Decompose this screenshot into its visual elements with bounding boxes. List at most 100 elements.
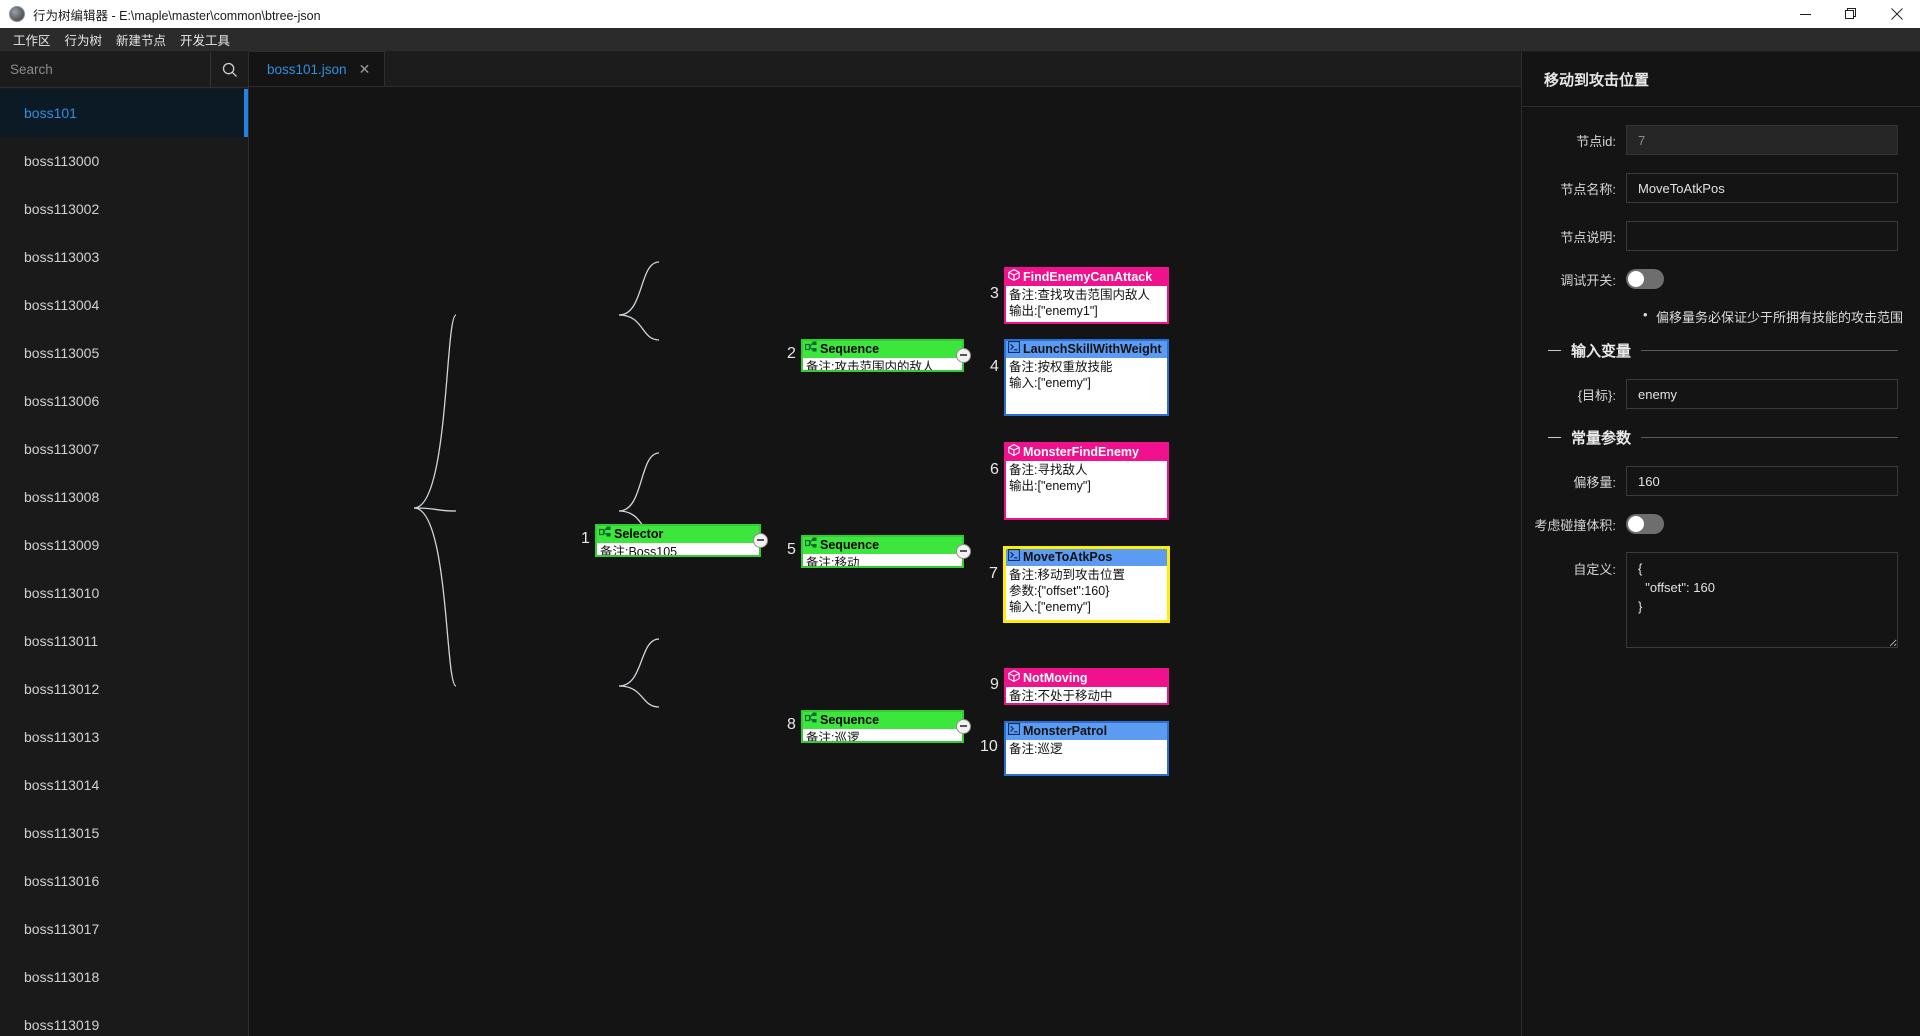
tree-node-line: 备注:攻击范围内的敌人 [806,360,935,372]
input-var-input[interactable] [1626,379,1898,409]
file-list-item-label: boss113006 [24,393,100,409]
tree-node-title: FindEnemyCanAttack [1023,270,1153,284]
file-list-item[interactable]: boss113002 [0,185,248,233]
maximize-restore-button[interactable] [1828,0,1874,28]
file-list-item[interactable]: boss113008 [0,473,248,521]
tree-node-notmoving[interactable]: NotMoving 备注:不处于移动中 [1004,668,1169,705]
tree-node-body: 备注:按权重放技能输入:["enemy"] [1006,358,1167,394]
file-list-item[interactable]: boss113017 [0,905,248,953]
app-icon [9,6,25,22]
file-list-item[interactable]: boss113016 [0,857,248,905]
tree-node-line: 备注:寻找敌人 [1009,463,1088,477]
collapse-toggle-icon[interactable] [753,532,768,548]
section-collapse-dash[interactable] [1548,350,1561,351]
file-list-item[interactable]: boss113015 [0,809,248,857]
file-list-item[interactable]: boss113000 [0,137,248,185]
tree-node-monsterfindenemy[interactable]: MonsterFindEnemy 备注:寻找敌人输出:["enemy"] [1004,442,1169,520]
file-list-item[interactable]: boss101 [0,89,248,137]
tree-node-body: 备注:查找攻击范围内敌人输出:["enemy1"] [1006,286,1167,322]
search-icon[interactable] [211,52,248,87]
tab-strip: boss101.json ✕ [249,51,1521,87]
section-collapse-dash[interactable] [1548,437,1561,438]
inspector-notes: 偏移量务必保证少于所拥有技能的攻击范围 [1522,307,1903,326]
menu-item-behavior-tree[interactable]: 行为树 [64,34,103,48]
custom-json-textarea[interactable]: { "offset": 160 } [1626,552,1898,648]
file-list-item[interactable]: boss113006 [0,377,248,425]
tree-node-header: NotMoving [1006,670,1167,687]
tree-node-findenemycanattack[interactable]: FindEnemyCanAttack 备注:查找攻击范围内敌人输出:["enemy… [1004,267,1169,324]
tree-node-title: MonsterPatrol [1023,724,1108,738]
file-list-item[interactable]: boss113019 [0,1001,248,1036]
tab-boss101-json[interactable]: boss101.json ✕ [249,51,386,86]
tree-node-body: 备注:移动到攻击位置参数:{"offset":160} 输入:["enemy"] [1006,566,1167,618]
close-button[interactable] [1874,0,1920,28]
tree-node-title: Sequence [820,713,880,727]
node-name-label: 节点名称: [1560,181,1616,197]
section-rule [1641,350,1898,351]
tree-node-line: 备注:查找攻击范围内敌人 [1009,288,1150,302]
tree-edges [413,261,660,708]
node-name-input[interactable] [1626,173,1898,203]
file-list-item[interactable]: boss113003 [0,233,248,281]
node-desc-input[interactable] [1626,221,1898,251]
tree-node-index: 1 [581,529,590,547]
tree-node-index: 8 [787,715,796,733]
tree-node-index: 10 [980,737,998,755]
tree-node-sequence[interactable]: Sequence 备注:巡逻 [801,710,964,743]
collapse-toggle-icon[interactable] [956,543,971,559]
file-list-item[interactable]: boss113012 [0,665,248,713]
tree-node-header: Sequence [803,712,962,729]
tree-node-index: 4 [990,358,999,375]
file-list-item[interactable]: boss113018 [0,953,248,1001]
tree-node-body: 备注:不处于移动中 [1006,687,1167,703]
tree-node-line: 输出:["enemy1"] [1009,304,1098,318]
tree-node-line: 备注:巡逻 [1009,742,1063,756]
file-list-item-label: boss113014 [24,777,100,793]
file-list-item-label: boss113016 [24,873,100,889]
tree-node-header: Sequence [803,537,962,554]
file-list-item[interactable]: boss113007 [0,425,248,473]
window-title: 行为树编辑器 - E:\maple\master\common\btree-js… [33,8,321,23]
collapse-toggle-icon[interactable] [956,347,971,363]
tree-node-line: 备注:巡逻 [806,731,860,743]
file-list-item-label: boss113005 [24,345,100,361]
offset-input[interactable] [1626,466,1898,496]
tree-node-line: 备注:按权重放技能 [1009,360,1113,374]
file-list-item[interactable]: boss113013 [0,713,248,761]
search-input[interactable] [0,52,211,87]
collision-toggle-label: 考虑碰撞体积: [1534,517,1616,533]
collision-toggle[interactable] [1626,514,1664,534]
file-list-item[interactable]: boss113005 [0,329,248,377]
menu-item-dev-tools[interactable]: 开发工具 [180,34,231,48]
section-input-vars: 输入变量 [1548,340,1898,361]
field-node-desc: 节点说明: [1522,221,1898,251]
file-list-item[interactable]: boss113010 [0,569,248,617]
minimize-button[interactable] [1782,0,1828,28]
tree-node-monsterpatrol[interactable]: MonsterPatrol 备注:巡逻 [1004,721,1169,776]
tree-node-title: NotMoving [1023,671,1088,685]
tree-node-body: 备注:攻击范围内的敌人 [803,358,962,372]
file-list-item[interactable]: boss113009 [0,521,248,569]
tree-node-line: 输入:["enemy"] [1009,600,1091,614]
tree-node-title: MonsterFindEnemy [1023,445,1139,459]
tree-node-line: 备注:移动到攻击位置 [1009,568,1125,582]
file-list-item[interactable]: boss113011 [0,617,248,665]
tree-node-line: 参数:{"offset":160} [1009,584,1110,598]
tree-node-line: 输出:["enemy"] [1009,479,1091,493]
collapse-toggle-icon[interactable] [956,718,971,734]
debug-toggle[interactable] [1626,269,1664,289]
file-list-item-label: boss113000 [24,153,100,169]
menu-item-new-node[interactable]: 新建节点 [116,34,167,48]
menu-item-workspace[interactable]: 工作区 [13,34,51,48]
file-list-item[interactable]: boss113014 [0,761,248,809]
tab-close-icon[interactable]: ✕ [358,61,371,77]
file-list-item[interactable]: boss113004 [0,281,248,329]
note-item: 偏移量务必保证少于所拥有技能的攻击范围 [1643,307,1903,326]
